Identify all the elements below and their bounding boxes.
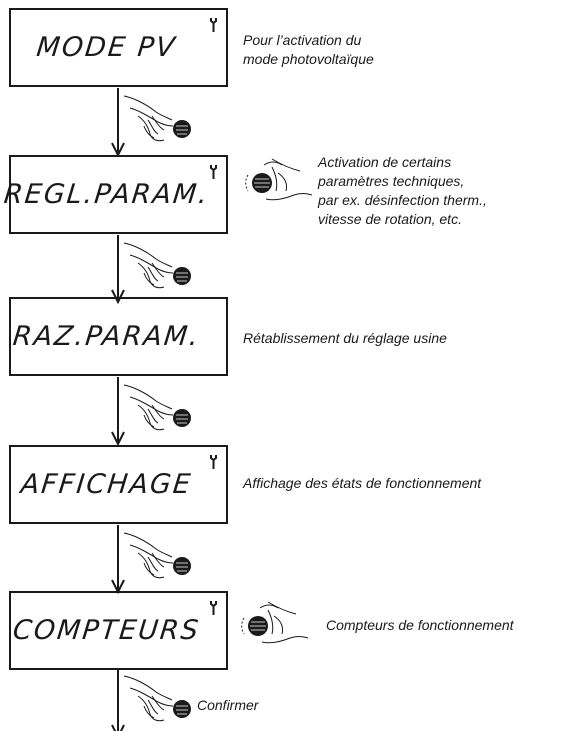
down-arrow-icon [111, 234, 125, 303]
hand-pressing-knob-icon [123, 95, 192, 142]
wrench-icon [210, 601, 217, 615]
step-description: Pour l’activation du mode photovoltaïque [243, 32, 374, 67]
lcd-display-affichage: AFFICHAGE [9, 445, 228, 524]
down-arrow-icon [111, 376, 125, 445]
hand-pressing-knob-icon [123, 532, 192, 579]
hand-turning-knob-icon [241, 601, 309, 644]
hand-pressing-knob-icon [123, 675, 192, 722]
hand-turning-knob-icon [245, 158, 313, 201]
hand-pressing-knob-icon [123, 384, 192, 431]
down-arrow-icon [111, 524, 125, 593]
lcd-display-regl-param: REGL.PARAM. [2, 155, 228, 234]
wrench-icon [210, 165, 217, 179]
hand-pressing-knob-icon [123, 242, 192, 289]
step-description: Activation de certains paramètres techni… [318, 154, 487, 227]
lcd-display-mode-pv: MODE PV [9, 8, 228, 87]
wrench-icon [210, 18, 217, 32]
lcd-display-compteurs: COMPTEURS [9, 591, 228, 670]
lcd-display-raz-param: RAZ.PARAM. [9, 297, 228, 376]
step-description: Affichage des états de fonctionnement [243, 475, 482, 491]
confirm-label: Confirmer [197, 697, 259, 713]
down-arrow-icon [111, 87, 125, 156]
wrench-icon [210, 455, 217, 469]
step-description: Rétablissement du réglage usine [243, 330, 447, 346]
step-description: Compteurs de fonctionnement [326, 617, 514, 633]
down-arrow-icon [111, 669, 125, 731]
